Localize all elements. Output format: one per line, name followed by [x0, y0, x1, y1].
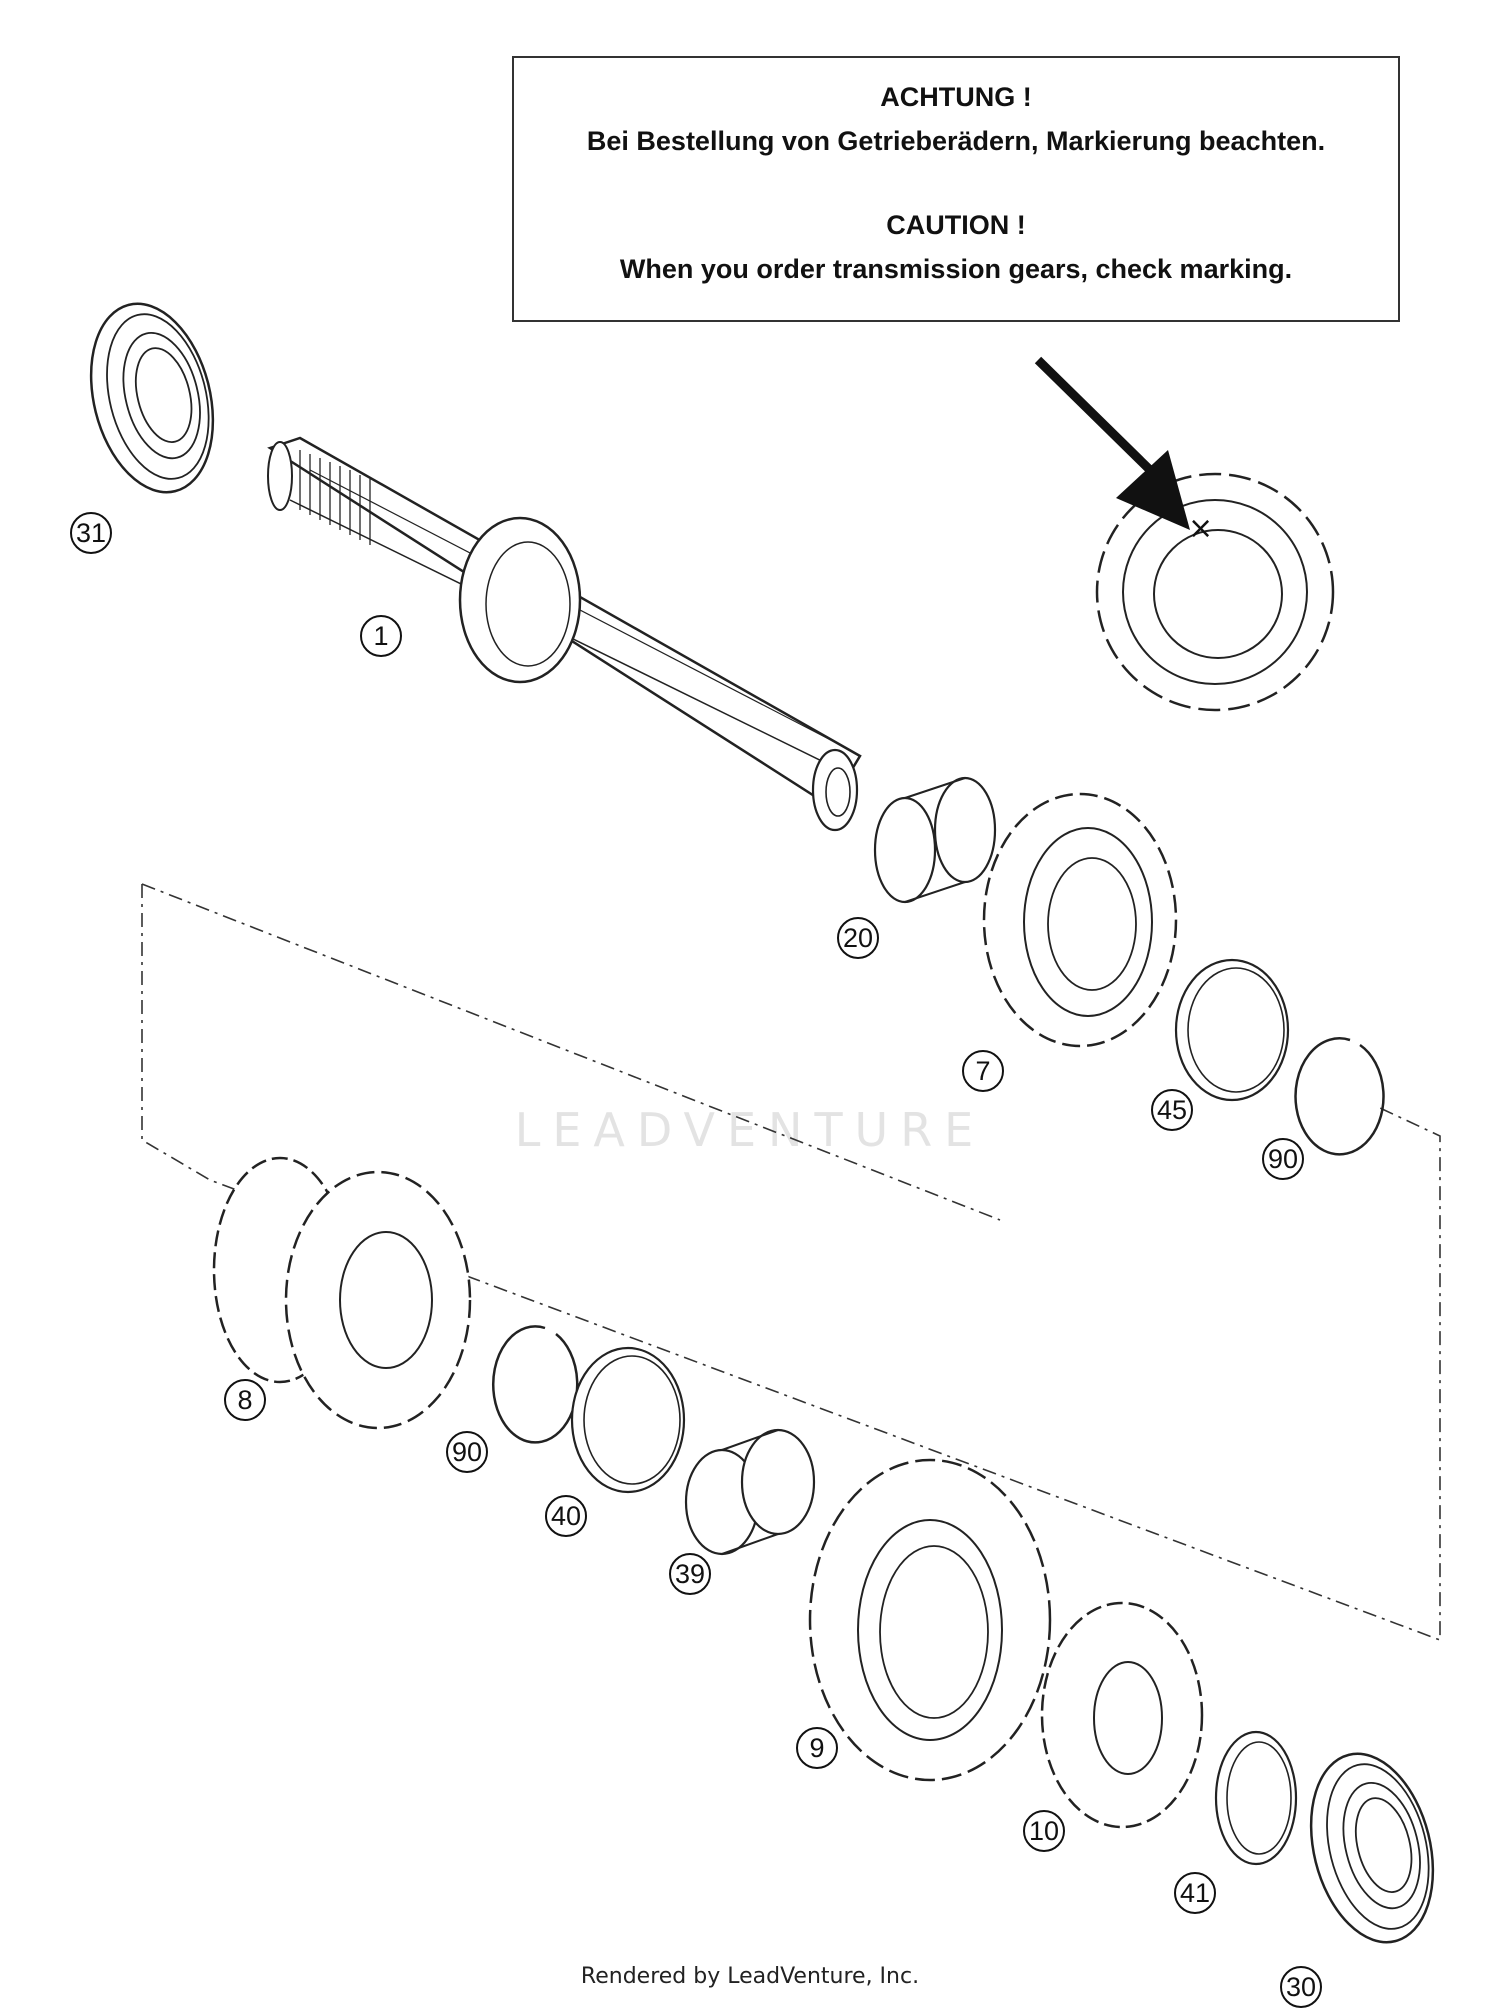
double-gear-8-drawing: [212, 1156, 472, 1430]
callout-circle: [669, 1553, 711, 1595]
callout-circle: [1262, 1138, 1304, 1180]
callout-circle: [962, 1050, 1004, 1092]
callout-circle: [1151, 1089, 1193, 1131]
thrust-washer-upper-drawing: [1174, 958, 1290, 1102]
callout-circle: [224, 1379, 266, 1421]
callout-number: 10: [1029, 1816, 1059, 1846]
footer-credit: Rendered by LeadVenture, Inc.: [580, 1964, 920, 1989]
circlip-upper-drawing: [1294, 1037, 1385, 1156]
main-shaft-drawing: [267, 436, 862, 832]
callout-circle: [70, 512, 112, 554]
callout-circle: [545, 1495, 587, 1537]
callout-number: 20: [843, 923, 873, 953]
callout-double-gear: 8: [224, 1379, 266, 1421]
callout-thrust-washer: 41: [1174, 1872, 1216, 1914]
callout-circle: [1023, 1810, 1065, 1852]
notice-text-en: When you order transmission gears, check…: [619, 254, 1293, 284]
gear-9-drawing: [808, 1458, 1052, 1782]
notice-title-en: CAUTION !: [886, 210, 1026, 240]
callout-number: 40: [551, 1501, 581, 1531]
callout-number: 1: [373, 621, 388, 651]
callout-circle: [446, 1431, 488, 1473]
svg-text:×: ×: [1188, 511, 1213, 546]
gear-7-drawing: [982, 792, 1178, 1048]
bearing-left-drawing: [71, 289, 233, 507]
marking-arrow: [1034, 356, 1190, 530]
callout-number: 41: [1180, 1878, 1210, 1908]
callout-gear: 7: [962, 1050, 1004, 1092]
callout-bearing-right: 30: [1280, 1966, 1322, 2008]
circlip-lower-drawing: [492, 1325, 579, 1444]
callout-number: 9: [809, 1733, 824, 1763]
callout-bushing: 39: [669, 1553, 711, 1595]
callout-bushing: 20: [837, 917, 879, 959]
callout-circle: [837, 917, 879, 959]
notice-text-de: Bei Bestellung von Getrieberädern, Marki…: [586, 126, 1326, 156]
callout-circlip: 90: [1262, 1138, 1304, 1180]
assembly-outline-top: [141, 883, 1001, 1221]
thrust-washer-40-drawing: [570, 1346, 686, 1494]
callout-number: 30: [1286, 1972, 1316, 2002]
callout-circlip: 90: [446, 1431, 488, 1473]
callout-circle: [796, 1727, 838, 1769]
callout-circle: [360, 615, 402, 657]
callout-thrust-washer: 40: [545, 1495, 587, 1537]
thrust-washer-41-drawing: [1214, 1730, 1298, 1866]
assembly-outline: [141, 884, 1441, 1642]
bearing-right-drawing: [1291, 1739, 1453, 1957]
callout-main-shaft: 1: [360, 615, 402, 657]
caution-notice-box: ACHTUNG ! Bei Bestellung von Getrieberäd…: [512, 56, 1400, 322]
watermark-text: LEADVENTURE: [514, 1103, 986, 1157]
callout-gear: 10: [1023, 1810, 1065, 1852]
notice-title-de: ACHTUNG !: [880, 82, 1032, 112]
bushing-upper-drawing: [873, 776, 997, 904]
callout-number: 90: [1268, 1144, 1298, 1174]
callout-number: 39: [675, 1559, 705, 1589]
callout-circle: [1280, 1966, 1322, 2008]
callout-gear: 9: [796, 1727, 838, 1769]
gear-10-drawing: [1040, 1601, 1204, 1829]
marked-gear-example-drawing: ×: [1095, 472, 1335, 712]
callout-number: 7: [975, 1056, 990, 1086]
callout-number: 31: [76, 518, 106, 548]
callout-thrust-washer: 45: [1151, 1089, 1193, 1131]
bushing-39-drawing: [684, 1428, 816, 1556]
callout-bearing-left: 31: [70, 512, 112, 554]
callout-number: 8: [237, 1385, 252, 1415]
callout-number: 90: [452, 1437, 482, 1467]
callout-number: 45: [1157, 1095, 1187, 1125]
callout-circle: [1174, 1872, 1216, 1914]
